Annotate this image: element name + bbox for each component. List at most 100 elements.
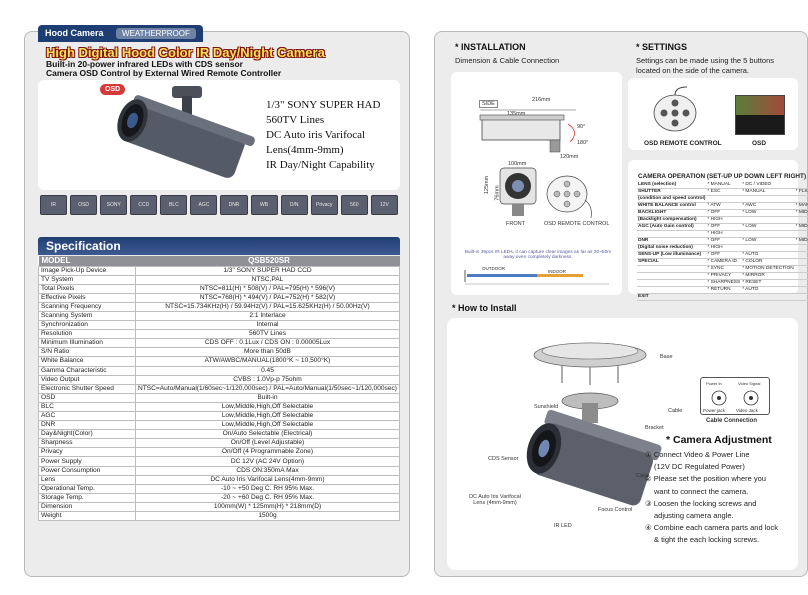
power-in-label: Power In <box>706 381 722 386</box>
spec-label: DNR <box>38 420 136 431</box>
operation-option <box>794 182 808 190</box>
camera-adjustment-steps: ① Connect Video & Power Line (12V DC Reg… <box>645 449 778 547</box>
spec-value: NTSC,PAL <box>134 274 401 285</box>
deg-90: 90° <box>577 124 586 130</box>
operation-option: * OFF <box>706 251 742 260</box>
osd-remote-label: OSD REMOTE CONTROL <box>644 140 722 147</box>
spec-label: Lens <box>38 474 136 485</box>
adjust-step-4-cont: & tight the each locking screws. <box>654 535 760 545</box>
table-row: * SHARPNESS* RESET <box>637 279 808 288</box>
page-title: High Digital Hood Color IR Day/Night Cam… <box>46 45 325 60</box>
operation-label <box>637 230 707 239</box>
spec-label: Image Pick-Up Device <box>38 265 136 276</box>
operation-option <box>794 230 808 239</box>
dim-125: 125mm <box>484 175 491 195</box>
operation-option <box>706 293 742 302</box>
spec-label: Video Output <box>38 374 136 385</box>
bracket-label: Bracket <box>645 425 664 431</box>
deg-180: 180° <box>577 140 589 146</box>
spec-value: 0.45 <box>134 365 401 376</box>
table-row: Day&Night(Color)On/Auto Selectable (Elec… <box>38 429 401 440</box>
operation-option: * MIDDLE <box>794 209 808 218</box>
spec-value: On/Off (4 Programmable Zone) <box>134 447 401 458</box>
operation-option: * PRIVACY <box>706 272 742 281</box>
operation-label: BACKLIGHT <box>637 209 707 218</box>
operation-option: * COLOR <box>741 258 795 267</box>
weatherproof-badge: WEATHERPROOF <box>116 28 196 39</box>
side-label: SIDE <box>479 100 498 108</box>
operation-option: * RETURN <box>706 286 742 295</box>
table-row: Storage Temp.-20 ~ +60 Deg C. RH 95% Max… <box>38 492 401 503</box>
spec-value: On/Off (Level Adjustable) <box>134 438 401 449</box>
operation-label: AGC (Auto Gain control) <box>637 223 707 232</box>
feature-tvl: 560TV Lines <box>266 114 325 126</box>
spec-value: NTSC=768(H) * 494(V) / PAL=752(H) * 582(… <box>134 292 401 303</box>
spec-value: More than 50dB <box>134 347 401 358</box>
spec-label: Dimension <box>38 501 136 513</box>
settings-title: * SETTINGS <box>636 42 688 52</box>
operation-option: * MOTION DETECTION <box>741 265 795 274</box>
privacy-icon: Privacy <box>310 195 338 215</box>
spec-label: Electronic Shutter Speed <box>38 383 136 394</box>
feature-ir: IR Day/Night Capability <box>266 159 375 171</box>
cds-sensor-label: CDS Sensor <box>488 456 519 462</box>
operation-option <box>706 195 742 204</box>
operation-label: SENS-UP (Low illuminance) <box>637 251 707 260</box>
dim-216: 216mm <box>532 97 551 103</box>
spec-label: BLC <box>38 401 136 413</box>
front-view-drawing-icon <box>499 167 537 216</box>
spec-label: Sharpness <box>38 438 136 449</box>
operation-option <box>741 293 795 302</box>
operation-option <box>794 286 808 295</box>
operation-option: * MANUAL <box>741 188 795 197</box>
operation-option <box>741 216 795 225</box>
operation-option <box>794 258 808 267</box>
spec-value: DC Auto Iris Varifocal Lens(4mm-9mm) <box>134 474 401 485</box>
table-row: SPECIAL* CAMERA ID* COLOR <box>637 258 808 267</box>
osd-screen-label: OSD <box>752 140 767 147</box>
cable-label: Cable <box>668 408 683 414</box>
daynight-icon: D/N <box>280 195 308 215</box>
table-row: DNR* OFF* LOW* MIDDLE <box>637 237 808 246</box>
spec-label: Gamma Characteristic <box>38 365 136 376</box>
table-row: SENS-UP (Low illuminance)* OFF* AUTO <box>637 251 808 260</box>
table-row: * HIGH <box>637 230 808 239</box>
spec-value: Low,Middle,High,Off Selectable <box>134 401 401 413</box>
operation-label: WHITE BALANCE control <box>637 202 707 211</box>
ir-range-bar-icon <box>464 270 609 285</box>
cable-connection-label: Cable Connection <box>706 418 758 424</box>
spec-label: AGC <box>38 410 136 422</box>
feature-ccd: 1/3" SONY SUPER HAD <box>266 99 381 111</box>
video-signal-label: Video Signal <box>738 381 761 386</box>
spec-value: 560TV Lines <box>134 329 401 340</box>
adjust-step-2-cont: want to connect the camera. <box>654 486 749 496</box>
operation-option: * HIGH <box>706 230 742 239</box>
lens-label: DC Auto Iris Varifocal Lens (4mm-9mm) <box>469 494 521 506</box>
operation-option: * ATW <box>706 202 742 211</box>
spec-value: CVBS : 1.0Vp-p 75ohm <box>134 374 401 385</box>
operation-label: SHUTTER <box>637 188 707 197</box>
spec-label: Effective Pixels <box>38 292 136 303</box>
operation-label: (Digital noise reduction) <box>637 244 707 253</box>
operation-option <box>794 279 808 288</box>
spec-value: CDS OFF : 0.1Lux / CDS ON : 0.00005Lux <box>134 338 401 349</box>
cable-connectors-icon <box>711 390 759 406</box>
adjust-step-4: ④ Combine each camera parts and lock <box>645 523 779 533</box>
spec-label: Privacy <box>38 447 136 458</box>
spec-label: Day&Night(Color) <box>38 429 136 440</box>
operation-label: EXIT <box>637 293 707 302</box>
remote-drawing-icon <box>546 175 592 219</box>
tab-label: Hood Camera <box>45 28 104 38</box>
